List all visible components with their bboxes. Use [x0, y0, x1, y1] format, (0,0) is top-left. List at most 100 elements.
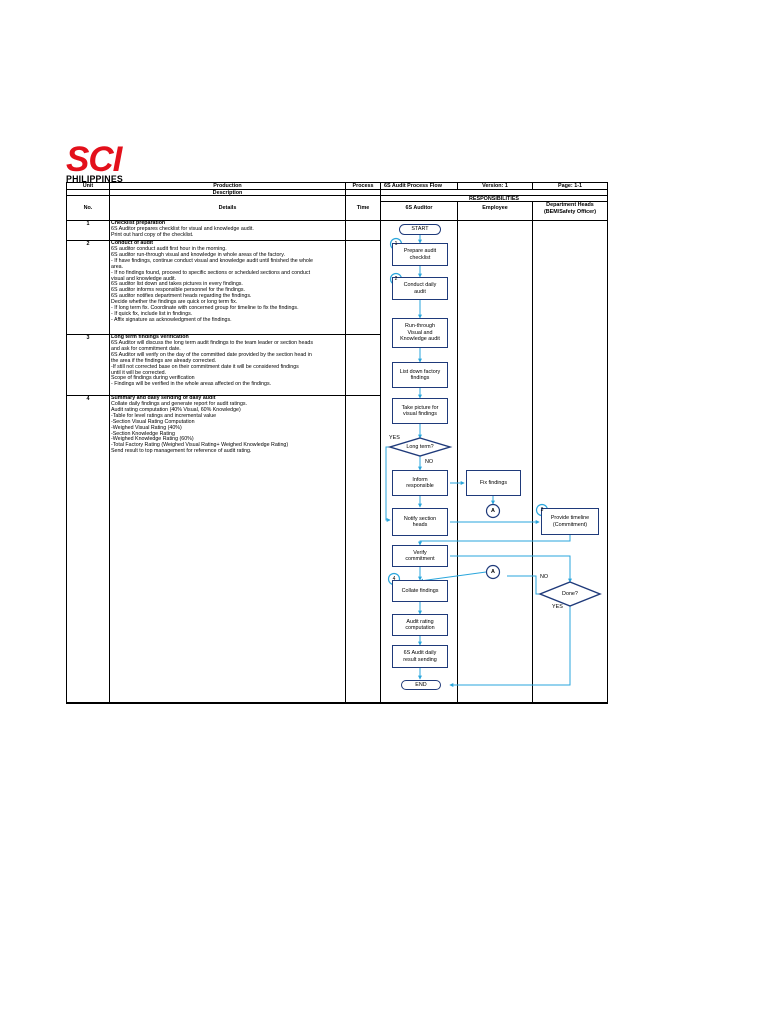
detail-line: 6S auditor notifies department heads reg… — [111, 293, 252, 300]
unit-label: Unit — [82, 183, 94, 189]
col-header-auditor: 6S Auditor — [405, 205, 433, 211]
detail-line: Send result to top management for refere… — [111, 448, 252, 455]
row-divider-3 — [66, 395, 380, 396]
detail-line: Audit rating computation (40% Visual, 60… — [111, 406, 241, 413]
detail-line: 6S auditor conduct audit first hour in t… — [111, 245, 227, 252]
step-no-1: 1 — [86, 220, 90, 227]
step-1-details: Checklist preparation 6S Auditor prepare… — [111, 220, 254, 239]
box-line: computation — [405, 625, 435, 631]
detail-line: until it will be corrected. — [111, 369, 167, 376]
col-line-left — [66, 182, 67, 703]
detail-line: - If no findings found, proceed to speci… — [111, 269, 311, 276]
start-terminal: START — [399, 224, 441, 235]
row-divider-2 — [66, 334, 380, 335]
description-label: Description — [212, 189, 243, 196]
col-line-auditor — [457, 201, 458, 703]
box-line: (Commitment) — [552, 521, 588, 528]
detail-line: - If long term fix. Coordinate with conc… — [111, 305, 299, 312]
col-header-details: Details — [218, 205, 237, 211]
company-logo: SCI PHILIPPINES — [66, 142, 146, 185]
detail-line: -Section Knowledge Rating — [111, 430, 175, 437]
yes-label-2: YES — [552, 604, 563, 610]
end-terminal: END — [401, 680, 441, 690]
step-circle-4-label: 4 — [392, 576, 396, 582]
box-line: commitment — [405, 556, 435, 562]
no-label-1: NO — [425, 459, 434, 465]
table-top-border — [66, 182, 608, 183]
detail-line: - If quick fix, include list in findings… — [111, 311, 193, 318]
step-3-details: Long term findings verification 6S Audit… — [111, 334, 313, 388]
box-line: Verify — [413, 549, 427, 556]
detail-line: - If have findings, continue conduct vis… — [111, 257, 314, 264]
process-value: 6S Audit Process Flow — [384, 183, 442, 189]
step-title: Long term findings verification — [111, 334, 189, 340]
header-divider-3 — [66, 220, 608, 221]
box-line: Visual and — [407, 329, 433, 336]
col-line-no — [109, 182, 110, 703]
page-label: Page: 1-1 — [558, 183, 582, 189]
box-line: Inform — [412, 476, 428, 483]
box-line: Knowledge audit — [400, 336, 440, 343]
responsibilities-divider — [380, 201, 608, 202]
col-header-no: No. — [83, 205, 93, 211]
box-line: 6S Audit daily — [403, 650, 437, 657]
col-line-details — [345, 182, 346, 703]
detail-line: area. — [111, 263, 124, 270]
detail-line: and ask for commitment date. — [111, 345, 181, 352]
detail-line: Collate daily findings and generate repo… — [111, 400, 248, 407]
box-line: result sending — [403, 656, 437, 663]
logo-country: PHILIPPINES — [66, 174, 123, 184]
step-circle-2-label: 2 — [394, 276, 398, 282]
responsibilities-label: RESPONSIBILITIES — [468, 195, 520, 202]
step-circle-3-label: 3 — [540, 507, 544, 513]
logo-brand: SCI — [66, 140, 122, 179]
box-line: List down factory — [399, 368, 441, 375]
done-label: Done? — [562, 591, 578, 597]
fix-findings-box: Fix findings — [466, 470, 521, 496]
step-2-details: Conduct of audit 6S auditor conduct audi… — [111, 240, 314, 324]
yes-label-1: YES — [389, 435, 400, 441]
detail-line: -If still not corrected base on their co… — [111, 363, 299, 370]
no-label-2: NO — [540, 574, 549, 580]
box-line: Provide timeline — [550, 515, 590, 522]
detail-line: the area if the findings are already cor… — [111, 357, 217, 364]
table-bottom-border — [66, 702, 608, 704]
detail-line: -Weighed Visual Rating (40%) — [111, 424, 182, 431]
box-line: checklist — [409, 254, 431, 261]
col-line-right — [607, 182, 608, 703]
version-label: Version: 1 — [482, 183, 508, 189]
detail-line: - Affix signature as acknowledgment of t… — [111, 316, 232, 323]
step-no-2: 2 — [86, 240, 90, 247]
row-divider-1 — [66, 240, 380, 241]
box-line: Take picture for — [401, 404, 439, 411]
box-line: Audit rating — [406, 618, 434, 625]
step-title: Conduct of audit — [111, 240, 154, 246]
box-line: audit — [414, 288, 426, 295]
col-header-dept-heads-sub: (BEM/Safety Officer) — [543, 208, 597, 215]
detail-line: visual and knowledge audit. — [111, 275, 177, 282]
production-label: Production — [213, 183, 242, 189]
box-line: visual findings — [403, 411, 437, 417]
detail-line: 6S auditor run-through visual and knowle… — [111, 251, 285, 258]
collate-findings-box: Collate findings — [392, 580, 448, 602]
box-line: Conduct daily — [403, 282, 437, 289]
box-line: heads — [412, 522, 428, 528]
col-line-header-a — [457, 182, 458, 189]
detail-line: 6S auditor list down and takes pictures … — [111, 281, 243, 288]
step-4-details: Summary and daily sending of daily audit… — [111, 395, 288, 455]
box-line: responsible — [406, 483, 434, 489]
col-line-time — [380, 182, 381, 703]
col-line-employee — [532, 201, 533, 703]
connector-a-label: A — [491, 508, 495, 514]
process-label: Process — [352, 183, 374, 189]
step-circle-1-label: 1 — [394, 241, 398, 247]
connector-a-label-2: A — [491, 569, 495, 575]
